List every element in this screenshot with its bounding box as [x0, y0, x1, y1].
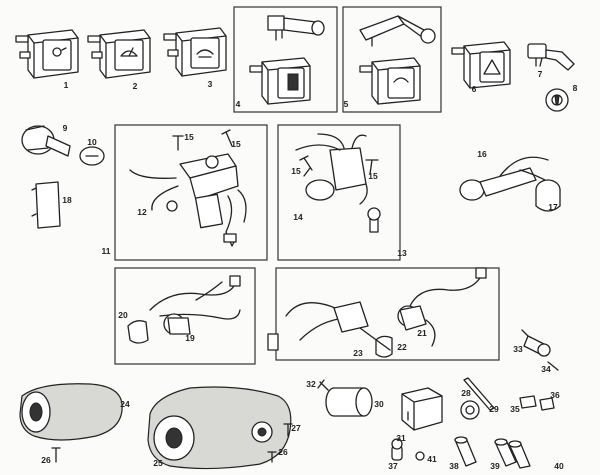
- callout-c19: 19: [185, 333, 195, 343]
- callout-c14: 14: [293, 212, 303, 222]
- callout-c23: 23: [353, 348, 363, 358]
- callout-c32: 32: [306, 379, 316, 389]
- column-switch-19: [149, 275, 241, 335]
- callout-c22: 22: [397, 342, 407, 352]
- group-box-21: [275, 267, 500, 361]
- bulb-holder-39: [494, 438, 517, 467]
- rocker-switch-5: [359, 57, 421, 105]
- callout-c30: 30: [374, 399, 384, 409]
- screw-26a: [51, 447, 61, 463]
- group-box-13: [277, 124, 401, 261]
- callout-c41: 41: [427, 454, 437, 464]
- callout-c12: 12: [137, 207, 147, 217]
- callout-c7: 7: [538, 69, 543, 79]
- callout-c2: 2: [133, 81, 138, 91]
- callout-c34: 34: [541, 364, 551, 374]
- group-box-11: [114, 124, 268, 261]
- callout-c20: 20: [118, 310, 128, 320]
- column-cowl-24: [19, 383, 123, 441]
- callout-c24: 24: [120, 399, 130, 409]
- knob-10: [79, 146, 105, 166]
- callout-c15a: 15: [184, 132, 194, 142]
- bulb-holder-40: [508, 440, 531, 469]
- group-box-4: [233, 6, 338, 113]
- callout-c38: 38: [449, 461, 459, 471]
- callout-c17: 17: [548, 202, 558, 212]
- callout-c21: 21: [417, 328, 427, 338]
- group-box-5: [342, 6, 442, 113]
- callout-c37: 37: [388, 461, 398, 471]
- rocker-switch-4: [249, 57, 311, 105]
- callout-c10: 10: [87, 137, 97, 147]
- column-cowl-25: [147, 386, 292, 470]
- group-box-19: [114, 267, 256, 365]
- callout-c8: 8: [573, 83, 578, 93]
- switch-7: [527, 43, 575, 71]
- screw-15c: [299, 155, 313, 171]
- callout-c31: 31: [396, 433, 406, 443]
- column-switch-21: [397, 267, 487, 347]
- flasher-unit-30: [325, 387, 373, 417]
- callout-c15d: 15: [368, 171, 378, 181]
- rocker-switch-2: [87, 29, 151, 79]
- callout-c15c: 15: [291, 166, 301, 176]
- relay-31: [401, 387, 443, 431]
- callout-c6: 6: [472, 84, 477, 94]
- clip-35: [519, 395, 537, 409]
- bulb-holder-38: [454, 436, 477, 467]
- stalk-switch-23: [267, 301, 391, 351]
- screw-26b: [267, 451, 277, 463]
- callout-c18: 18: [62, 195, 72, 205]
- callout-c5: 5: [344, 99, 349, 109]
- callout-c28: 28: [461, 388, 471, 398]
- callout-c26b: 26: [278, 447, 288, 457]
- switch-33: [521, 329, 551, 357]
- callout-c36: 36: [550, 390, 560, 400]
- ignition-switch-14: [295, 133, 381, 233]
- rocker-switch-3: [163, 27, 227, 77]
- cigar-lighter-16: [459, 156, 561, 201]
- callout-c4: 4: [236, 99, 241, 109]
- callout-c11: 11: [102, 246, 111, 256]
- pull-switch-4: [267, 15, 325, 41]
- lighter-element-17: [535, 179, 561, 212]
- screw-15a: [172, 135, 184, 151]
- bulb-37: [391, 438, 403, 461]
- callout-c39: 39: [490, 461, 500, 471]
- knob-8: [545, 88, 569, 112]
- callout-c33: 33: [513, 344, 523, 354]
- hazard-switch-6: [451, 41, 511, 89]
- ignition-switch-12: [129, 153, 247, 247]
- screw-15b: [221, 129, 233, 147]
- callout-c40: 40: [554, 461, 564, 471]
- screw-32: [317, 379, 329, 391]
- screw-27: [283, 423, 293, 437]
- callout-c26a: 26: [41, 455, 51, 465]
- bracket-20: [127, 320, 149, 344]
- callout-c35: 35: [510, 404, 520, 414]
- screw-15d: [365, 159, 379, 175]
- callout-c27: 27: [291, 423, 301, 433]
- callout-c9: 9: [63, 123, 68, 133]
- washer-41: [415, 451, 425, 461]
- callout-c1: 1: [64, 80, 69, 90]
- callout-c3: 3: [208, 79, 213, 89]
- callout-c16: 16: [477, 149, 487, 159]
- screw-34: [547, 361, 559, 371]
- pin-28: [463, 377, 495, 411]
- grommet-29: [460, 400, 480, 420]
- callout-c15b: 15: [231, 139, 241, 149]
- callout-c29: 29: [489, 404, 499, 414]
- rotary-switch-9: [21, 125, 71, 157]
- clip-36: [539, 397, 555, 411]
- callout-c13: 13: [397, 248, 407, 258]
- pull-switch-5: [359, 15, 436, 47]
- bracket-22: [375, 335, 393, 358]
- panel-18: [31, 181, 61, 229]
- callout-c25: 25: [153, 458, 163, 468]
- rocker-switch-1: [15, 29, 79, 79]
